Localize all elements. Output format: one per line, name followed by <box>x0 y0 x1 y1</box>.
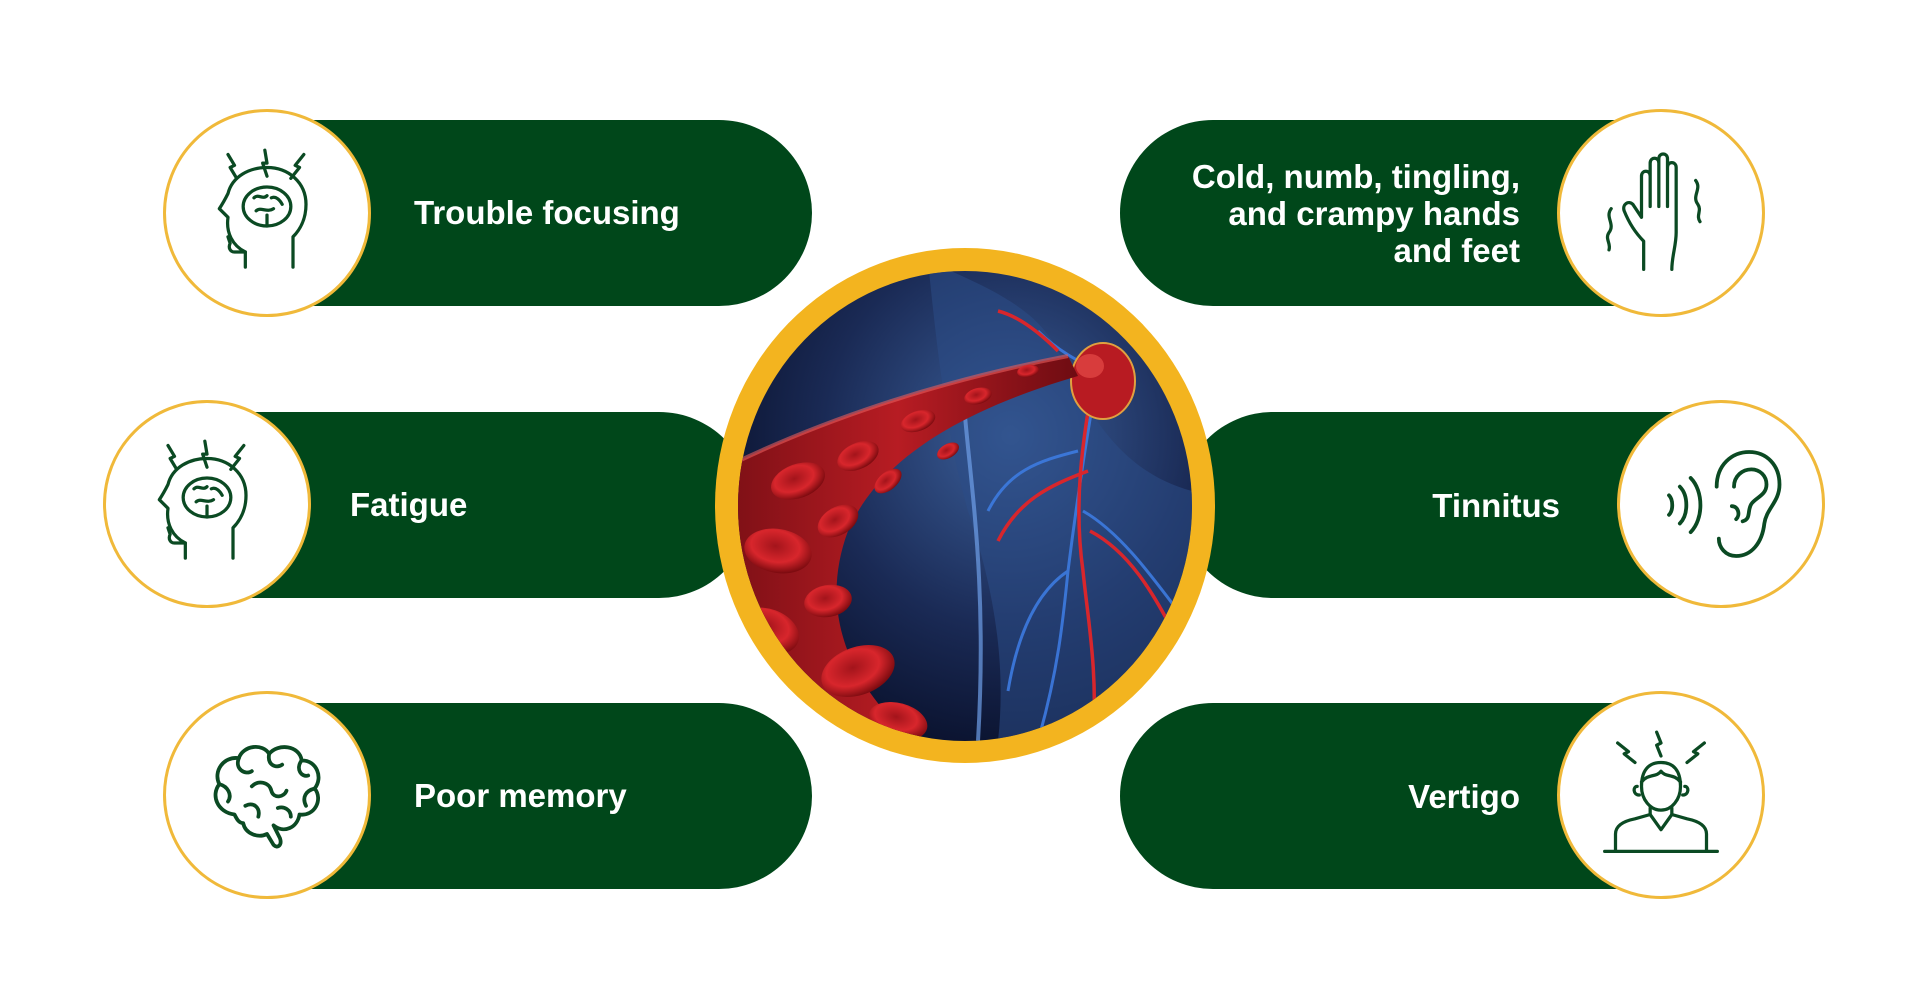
badge-cold-hands <box>1557 109 1765 317</box>
badge-poor-memory <box>163 691 371 899</box>
label-vertigo: Vertigo <box>1408 777 1520 815</box>
label-cold-hands-line-2: and crampy hands <box>1228 194 1520 232</box>
pill-cold-hands: Cold, numb, tingling, and crampy hands a… <box>1120 120 1640 306</box>
label-cold-hands-line-1: Cold, numb, tingling, <box>1191 157 1520 195</box>
badge-vertigo <box>1557 691 1765 899</box>
blood-vessel-heart-illustration <box>738 270 1192 741</box>
pill-poor-memory: Poor memory <box>290 703 812 889</box>
pill-tinnitus: Tinnitus <box>1180 412 1700 598</box>
ear-sound-icon <box>1667 450 1782 558</box>
label-trouble-focusing: Trouble focusing <box>414 194 680 231</box>
center-image-ring <box>715 248 1215 763</box>
shaking-hand-icon <box>1605 152 1702 271</box>
pill-fatigue: Fatigue <box>230 412 752 598</box>
badge-fatigue <box>103 400 311 608</box>
label-tinnitus: Tinnitus <box>1432 486 1560 524</box>
badge-tinnitus <box>1617 400 1825 608</box>
label-fatigue: Fatigue <box>350 486 468 523</box>
badge-trouble-focusing <box>163 109 371 317</box>
head-brain-lightning-icon <box>217 148 308 269</box>
head-brain-lightning-icon <box>157 439 248 560</box>
label-cold-hands: Cold, numb, tingling, and crampy hands a… <box>1192 158 1520 269</box>
brain-icon <box>213 745 321 849</box>
label-poor-memory: Poor memory <box>414 777 627 814</box>
person-dizzy-icon <box>1603 730 1719 853</box>
label-cold-hands-line-3: and feet <box>1393 231 1520 269</box>
pill-trouble-focusing: Trouble focusing <box>290 120 812 306</box>
pill-vertigo: Vertigo <box>1120 703 1640 889</box>
